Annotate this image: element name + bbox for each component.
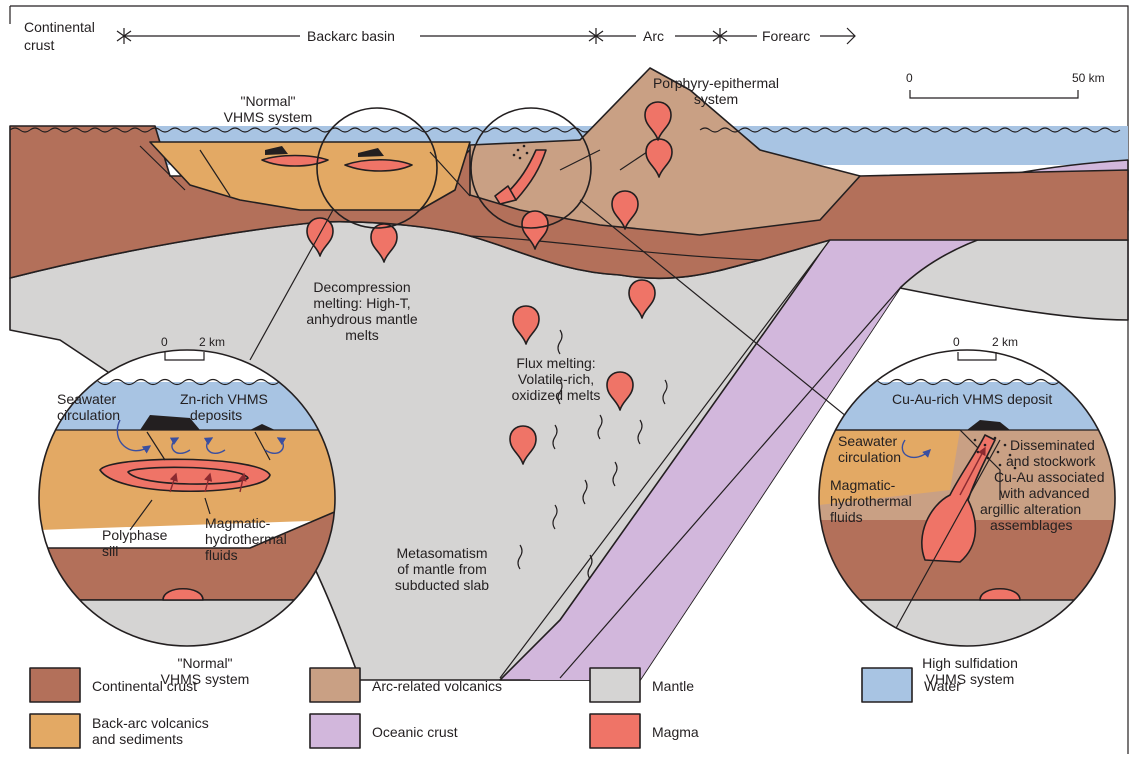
legend-label-oceanic-crust: Oceanic crust <box>372 724 458 740</box>
inset-right-scale-max: 2 km <box>992 335 1018 349</box>
normal-vhms-top-2: VHMS system <box>224 109 313 125</box>
tectonic-setting-header <box>117 28 855 44</box>
metasomatism-3: subducted slab <box>395 577 489 593</box>
left-magmatic-3: fluids <box>205 547 238 563</box>
right-magmatic-2: hydrothermal <box>830 493 912 509</box>
main-scale-zero: 0 <box>906 71 913 85</box>
legend-label-arc-volcanics: Arc-related volcanics <box>372 678 502 694</box>
right-disseminated-3: Cu-Au associated <box>994 469 1105 485</box>
main-scale-max: 50 km <box>1072 71 1105 85</box>
legend-label-continental-crust: Continental crust <box>92 678 197 694</box>
left-zn-deposits-1: Zn-rich VHMS <box>180 391 268 407</box>
metasomatism-1: Metasomatism <box>396 545 487 561</box>
legend-label-backarc-1: Back-arc volcanics <box>92 715 209 731</box>
normal-vhms-bottom-1: "Normal" <box>177 655 232 671</box>
right-magmatic-1: Magmatic- <box>830 477 896 493</box>
decompression-1: Decompression <box>313 279 410 295</box>
porphyry-label-2: system <box>694 91 738 107</box>
flux-3: oxidized melts <box>512 387 601 403</box>
metasomatism-2: of mantle from <box>397 561 486 577</box>
left-zn-deposits-2: deposits <box>190 407 242 423</box>
header-continental-crust-2: crust <box>24 37 54 53</box>
legend-swatch-mantle <box>590 668 640 702</box>
high-sulfidation-1: High sulfidation <box>922 655 1018 671</box>
porphyry-label-1: Porphyry-epithermal <box>653 75 779 91</box>
legend-label-magma: Magma <box>652 724 699 740</box>
right-disseminated-1: Disseminated <box>1010 437 1095 453</box>
right-disseminated-6: assemblages <box>990 517 1073 533</box>
inset-left-scale-max: 2 km <box>199 335 225 349</box>
legend-label-water: Water <box>924 678 961 694</box>
decompression-3: anhydrous mantle <box>306 311 418 327</box>
legend-swatch-oceanic-crust <box>310 714 360 748</box>
left-seawater-2: circulation <box>57 407 120 423</box>
inset-left-scale-zero: 0 <box>161 335 168 349</box>
decompression-2: melting: High-T, <box>313 295 410 311</box>
normal-vhms-top-1: "Normal" <box>240 93 295 109</box>
right-magmatic-3: fluids <box>830 509 863 525</box>
header-arc: Arc <box>643 28 664 44</box>
decompression-4: melts <box>345 327 378 343</box>
right-disseminated-5: argillic alteration <box>980 501 1081 517</box>
right-seawater-2: circulation <box>838 449 901 465</box>
main-scale-bar <box>910 90 1078 98</box>
right-disseminated-2: and stockwork <box>1006 453 1096 469</box>
inset-right-scale-zero: 0 <box>953 335 960 349</box>
right-seawater-1: Seawater <box>838 433 897 449</box>
right-inset-title: Cu-Au-rich VHMS deposit <box>892 391 1052 407</box>
legend-label-backarc-2: and sediments <box>92 731 183 747</box>
header-backarc-basin: Backarc basin <box>307 28 395 44</box>
flux-2: Volatile-rich, <box>518 371 594 387</box>
header-forearc: Forearc <box>762 28 810 44</box>
left-magmatic-1: Magmatic- <box>205 515 271 531</box>
left-polyphase-2: sill <box>102 543 118 559</box>
flux-1: Flux melting: <box>516 355 595 371</box>
right-disseminated-4: with advanced <box>999 485 1090 501</box>
left-polyphase-1: Polyphase <box>102 527 168 543</box>
legend-swatch-magma <box>590 714 640 748</box>
legend-swatch-backarc <box>30 714 80 748</box>
legend-swatch-arc-volcanics <box>310 668 360 702</box>
left-magmatic-2: hydrothermal <box>205 531 287 547</box>
legend-swatch-continental-crust <box>30 668 80 702</box>
legend: Continental crust Back-arc volcanics and… <box>30 668 961 748</box>
left-seawater-1: Seawater <box>57 391 116 407</box>
header-continental-crust-1: Continental <box>24 19 95 35</box>
legend-label-mantle: Mantle <box>652 678 694 694</box>
legend-swatch-water <box>862 668 912 702</box>
